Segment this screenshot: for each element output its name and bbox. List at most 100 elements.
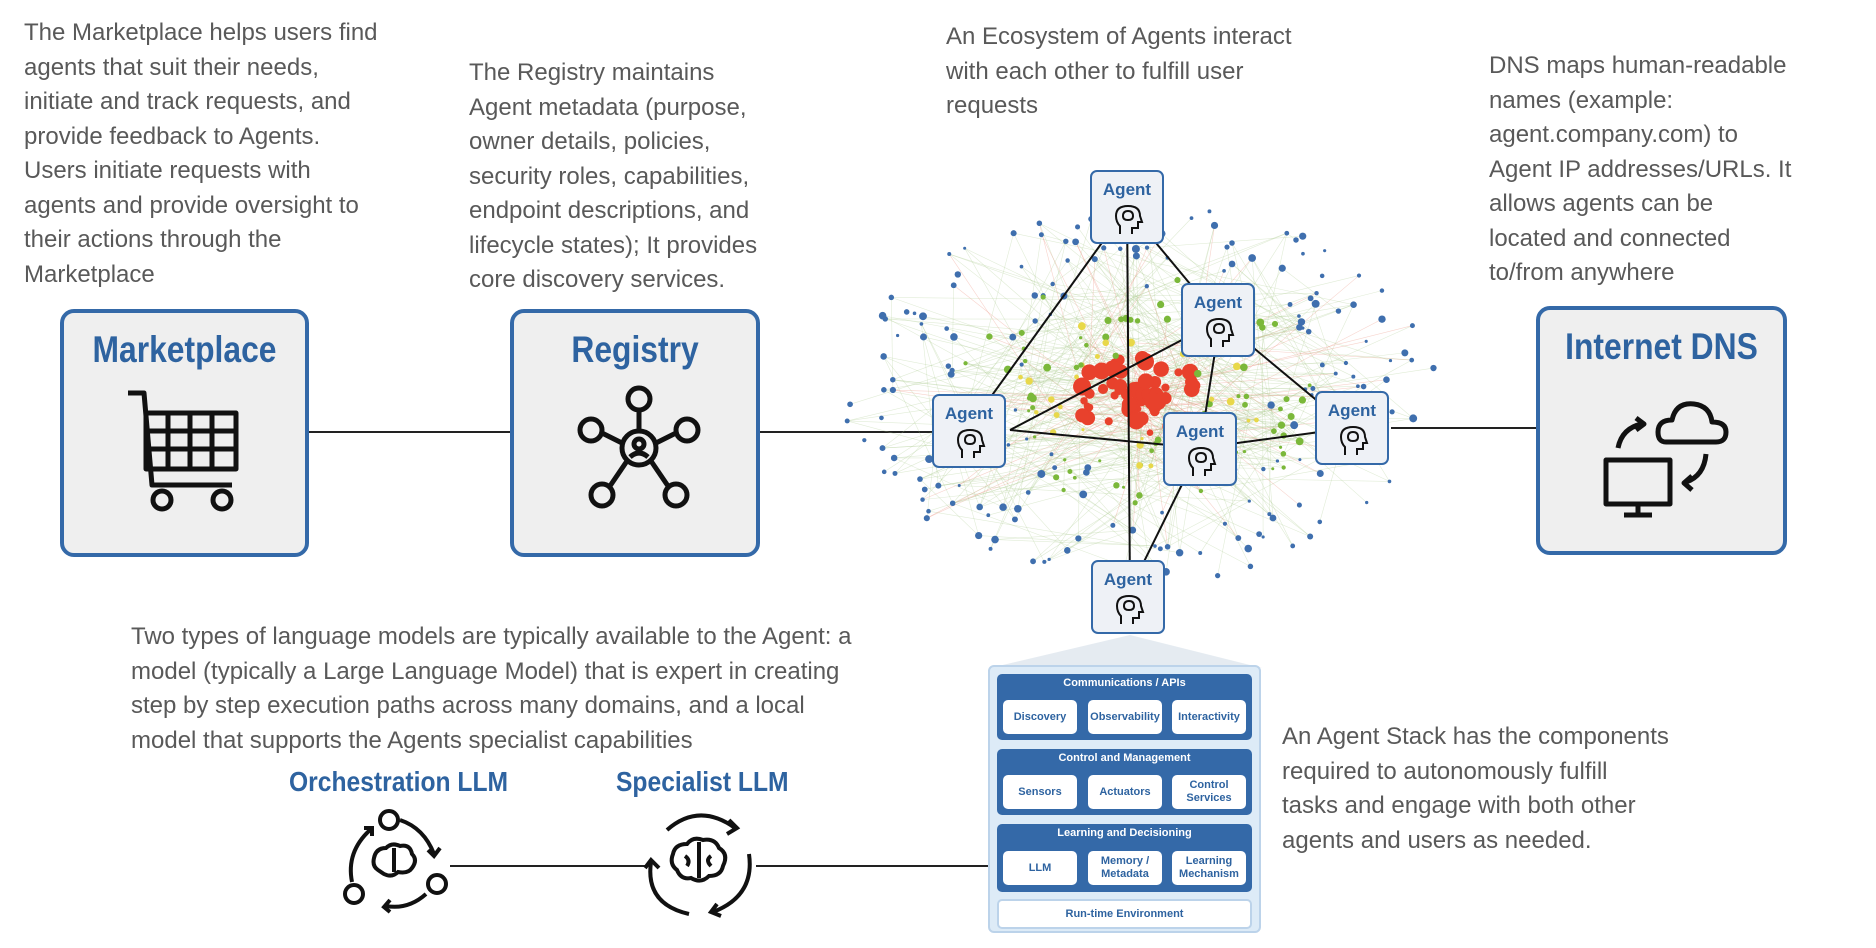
network-edge	[1105, 286, 1148, 344]
network-edge	[953, 336, 1160, 570]
network-node	[1293, 237, 1299, 243]
component-learning-mechanism[interactable]: Learning Mechanism	[1172, 851, 1246, 885]
network-edge	[1076, 318, 1127, 368]
network-node	[991, 535, 999, 544]
network-edge	[882, 315, 1202, 492]
network-node	[926, 508, 931, 514]
network-node	[903, 309, 910, 315]
network-node	[1333, 371, 1338, 376]
network-edge	[1015, 409, 1295, 426]
network-edge	[1063, 459, 1066, 491]
network-node	[1256, 318, 1265, 327]
agent-node-bottom[interactable]: Agent	[1091, 560, 1165, 634]
brain-head-icon	[1114, 204, 1144, 234]
component-discovery[interactable]: Discovery	[1003, 700, 1077, 734]
network-node	[1378, 315, 1386, 323]
network-edge	[1052, 283, 1302, 323]
agent-node-upper-right[interactable]: Agent	[1181, 283, 1255, 357]
network-node	[1025, 490, 1031, 495]
network-edge	[1081, 233, 1162, 366]
brain-head-icon	[1205, 317, 1235, 347]
network-edge	[1191, 352, 1405, 378]
network-edge	[978, 535, 1155, 547]
component-sensors[interactable]: Sensors	[1003, 775, 1077, 809]
network-edge	[1067, 502, 1136, 551]
agent-node-top[interactable]: Agent	[1090, 170, 1164, 244]
marketplace-title: Marketplace	[92, 329, 277, 370]
network-node	[1072, 238, 1079, 246]
network-edge	[940, 290, 1383, 403]
network-edge	[1020, 376, 1345, 400]
component-llm[interactable]: LLM	[1003, 851, 1077, 885]
network-node	[1018, 329, 1025, 336]
network-edge	[883, 356, 1311, 537]
network-node	[949, 500, 956, 507]
network-node	[1317, 519, 1323, 525]
network-edge	[1063, 285, 1147, 297]
network-edge	[1310, 298, 1337, 374]
component-observability[interactable]: Observability	[1088, 700, 1162, 734]
component-actuators[interactable]: Actuators	[1088, 775, 1162, 809]
network-edge	[1030, 395, 1239, 539]
network-edge	[1080, 286, 1148, 366]
marketplace-box[interactable]: Marketplace	[60, 309, 309, 557]
network-edge	[1043, 292, 1317, 298]
network-node	[1161, 383, 1170, 392]
network-edge	[1087, 467, 1156, 547]
network-node	[1053, 474, 1060, 481]
component-control-services[interactable]: Control Services	[1172, 775, 1246, 809]
network-node	[1278, 264, 1286, 272]
network-edge	[1269, 405, 1272, 515]
network-edge	[1234, 423, 1264, 470]
network-edge	[938, 436, 1357, 486]
network-node	[1136, 462, 1143, 469]
network-edge	[952, 465, 1140, 504]
network-node	[1319, 362, 1325, 368]
network-node	[881, 387, 887, 393]
internet-dns-box[interactable]: Internet DNS	[1536, 306, 1787, 555]
agent-node-center[interactable]: Agent	[1163, 412, 1237, 486]
network-edge	[1043, 295, 1225, 420]
ecosystem-description: An Ecosystem of Agents interact with eac…	[946, 23, 1292, 119]
brain-cycle-icon	[343, 809, 448, 914]
agent-node-right[interactable]: Agent	[1315, 391, 1389, 465]
network-edge	[883, 389, 1156, 444]
network-node	[1283, 396, 1290, 403]
registry-title: Registry	[571, 329, 699, 370]
network-node	[1032, 435, 1037, 439]
agent-node-left[interactable]: Agent	[932, 394, 1006, 468]
network-edge	[1074, 477, 1177, 483]
network-node	[1098, 459, 1102, 463]
network-node	[1052, 465, 1058, 471]
network-node	[1229, 240, 1235, 246]
network-node	[1350, 301, 1357, 308]
network-node	[1067, 469, 1073, 475]
network-edge	[1069, 471, 1201, 554]
network-edge	[1017, 314, 1051, 509]
network-node	[1409, 323, 1415, 329]
component-interactivity[interactable]: Interactivity	[1172, 700, 1246, 734]
network-node	[1027, 409, 1031, 413]
network-node	[1277, 406, 1283, 412]
network-node	[919, 312, 927, 321]
network-node	[1043, 363, 1052, 372]
network-node	[1153, 361, 1169, 377]
network-edge	[1088, 259, 1096, 373]
network-edge	[1080, 337, 1115, 363]
network-node	[1101, 245, 1107, 251]
network-node	[1296, 502, 1302, 508]
registry-box[interactable]: Registry	[510, 309, 760, 557]
network-node	[1094, 353, 1100, 360]
network-edge	[1154, 379, 1387, 407]
network-edge	[1246, 367, 1434, 397]
runtime-environment[interactable]: Run-time Environment	[997, 899, 1252, 929]
network-node	[1267, 401, 1275, 409]
network-edge	[1282, 268, 1339, 312]
network-edge	[1244, 373, 1336, 452]
network-node	[947, 252, 952, 257]
network-edge	[1013, 232, 1354, 305]
network-node	[917, 476, 923, 482]
network-node	[1144, 284, 1149, 289]
component-memory-metadata[interactable]: Memory / Metadata	[1088, 851, 1162, 885]
network-node	[1275, 459, 1280, 463]
